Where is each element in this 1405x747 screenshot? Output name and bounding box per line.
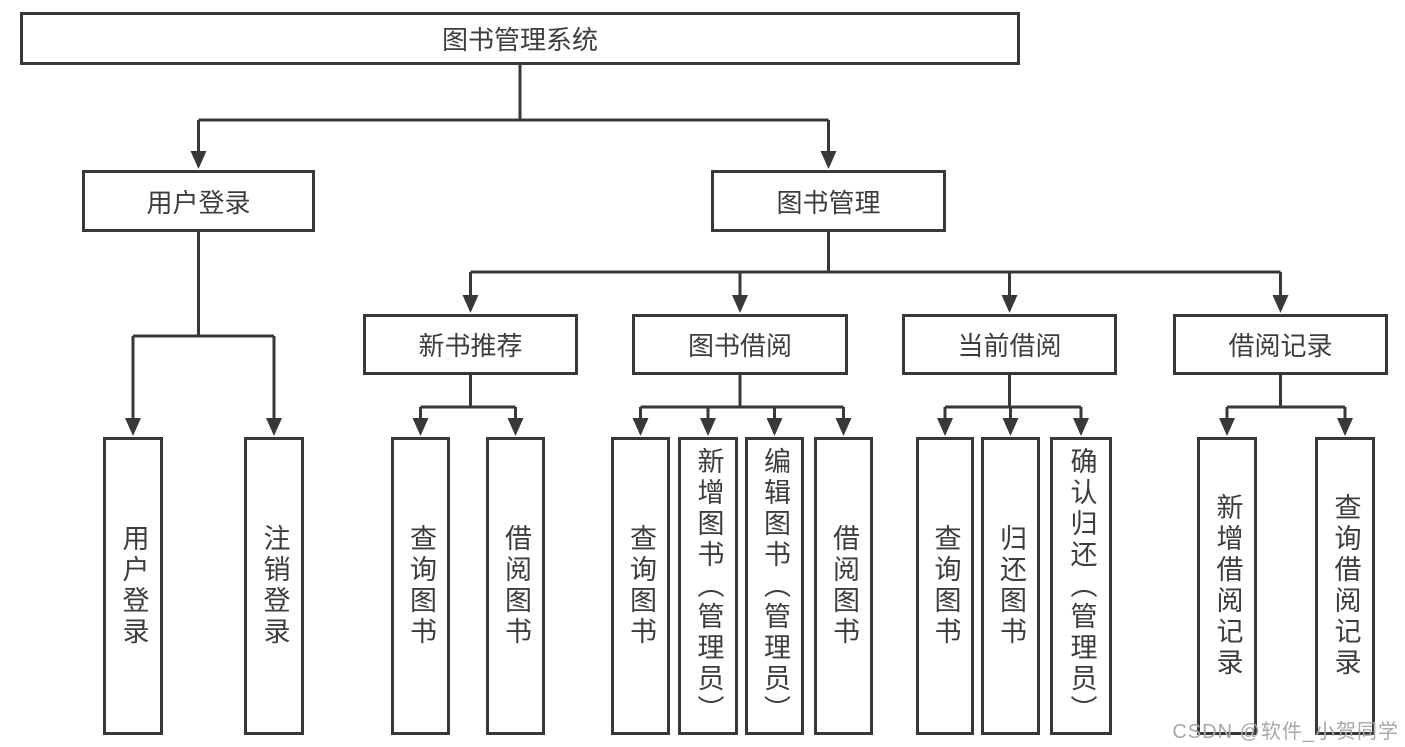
- node-label: 确认归还（管理员）: [1066, 446, 1097, 726]
- arrowhead: [125, 418, 141, 436]
- arrowhead: [1073, 418, 1089, 436]
- arrowhead: [1337, 418, 1353, 436]
- arrowhead: [732, 295, 748, 313]
- leaf-records-add-record: 新增借阅记录: [1197, 437, 1257, 735]
- node-book-management-system: 图书管理系统: [20, 12, 1020, 65]
- node-current-borrowing: 当前借阅: [902, 314, 1117, 375]
- leaf-logout: 注销登录: [244, 437, 304, 735]
- leaf-current-query-books: 查询图书: [916, 437, 974, 735]
- arrowhead: [700, 418, 716, 436]
- arrowhead: [462, 295, 479, 313]
- node-label: 新增图书（管理员）: [693, 446, 724, 726]
- node-label: 当前借阅: [957, 331, 1062, 361]
- leaf-current-confirm-return-admin: 确认归还（管理员）: [1050, 437, 1112, 735]
- node-label: 注销登录: [259, 524, 290, 648]
- node-label: 借阅记录: [1228, 331, 1333, 361]
- node-label: 借阅图书: [501, 524, 531, 648]
- arrowhead: [766, 418, 783, 436]
- node-book-borrowing: 图书借阅: [632, 314, 848, 375]
- arrowhead: [266, 418, 282, 436]
- arrowhead: [632, 418, 649, 436]
- leaf-borrowing-query-books: 查询图书: [611, 437, 670, 735]
- csdn-watermark: CSDN @软件_小贺同学: [1172, 721, 1399, 743]
- node-book-management: 图书管理: [711, 170, 946, 232]
- leaf-newbooks-borrow-books: 借阅图书: [486, 437, 545, 735]
- leaf-borrowing-edit-books-admin: 编辑图书（管理员）: [745, 437, 804, 735]
- arrowhead: [937, 418, 953, 436]
- leaf-current-return-books: 归还图书: [981, 437, 1040, 735]
- leaf-borrowing-add-books-admin: 新增图书（管理员）: [678, 437, 738, 735]
- node-label: 查询借阅记录: [1330, 493, 1361, 679]
- arrowhead: [1001, 295, 1018, 313]
- node-label: 图书借阅: [687, 331, 792, 361]
- node-user-login: 用户登录: [82, 170, 315, 232]
- node-label: 图书管理系统: [441, 25, 598, 55]
- arrowhead: [1002, 418, 1019, 436]
- node-label: 用户登录: [146, 187, 251, 218]
- connector-paths: [131, 65, 1347, 423]
- arrowhead: [1219, 418, 1235, 436]
- leaf-user-login: 用户登录: [103, 437, 163, 735]
- arrowhead: [835, 418, 852, 436]
- node-label: 新增借阅记录: [1212, 493, 1243, 679]
- node-label: 查询图书: [626, 524, 656, 648]
- node-label: 新书推荐: [418, 331, 523, 361]
- node-label: 借阅图书: [829, 524, 859, 648]
- leaf-records-query-record: 查询借阅记录: [1315, 437, 1375, 735]
- node-label: 图书管理: [776, 187, 881, 218]
- arrowhead: [412, 418, 429, 436]
- arrowhead: [1272, 295, 1289, 313]
- node-label: 归还图书: [996, 524, 1026, 648]
- node-label: 查询图书: [406, 524, 436, 648]
- leaf-newbooks-query-books: 查询图书: [391, 437, 450, 735]
- arrowhead: [820, 151, 837, 169]
- node-label: 编辑图书（管理员）: [760, 446, 790, 726]
- node-label: 用户登录: [118, 524, 149, 648]
- node-borrowing-records: 借阅记录: [1173, 314, 1388, 375]
- leaf-borrowing-borrow-books: 借阅图书: [814, 437, 873, 735]
- arrowhead: [190, 151, 207, 169]
- node-new-book-recommendation: 新书推荐: [363, 314, 578, 375]
- node-label: 查询图书: [930, 524, 961, 648]
- arrowhead: [507, 418, 524, 436]
